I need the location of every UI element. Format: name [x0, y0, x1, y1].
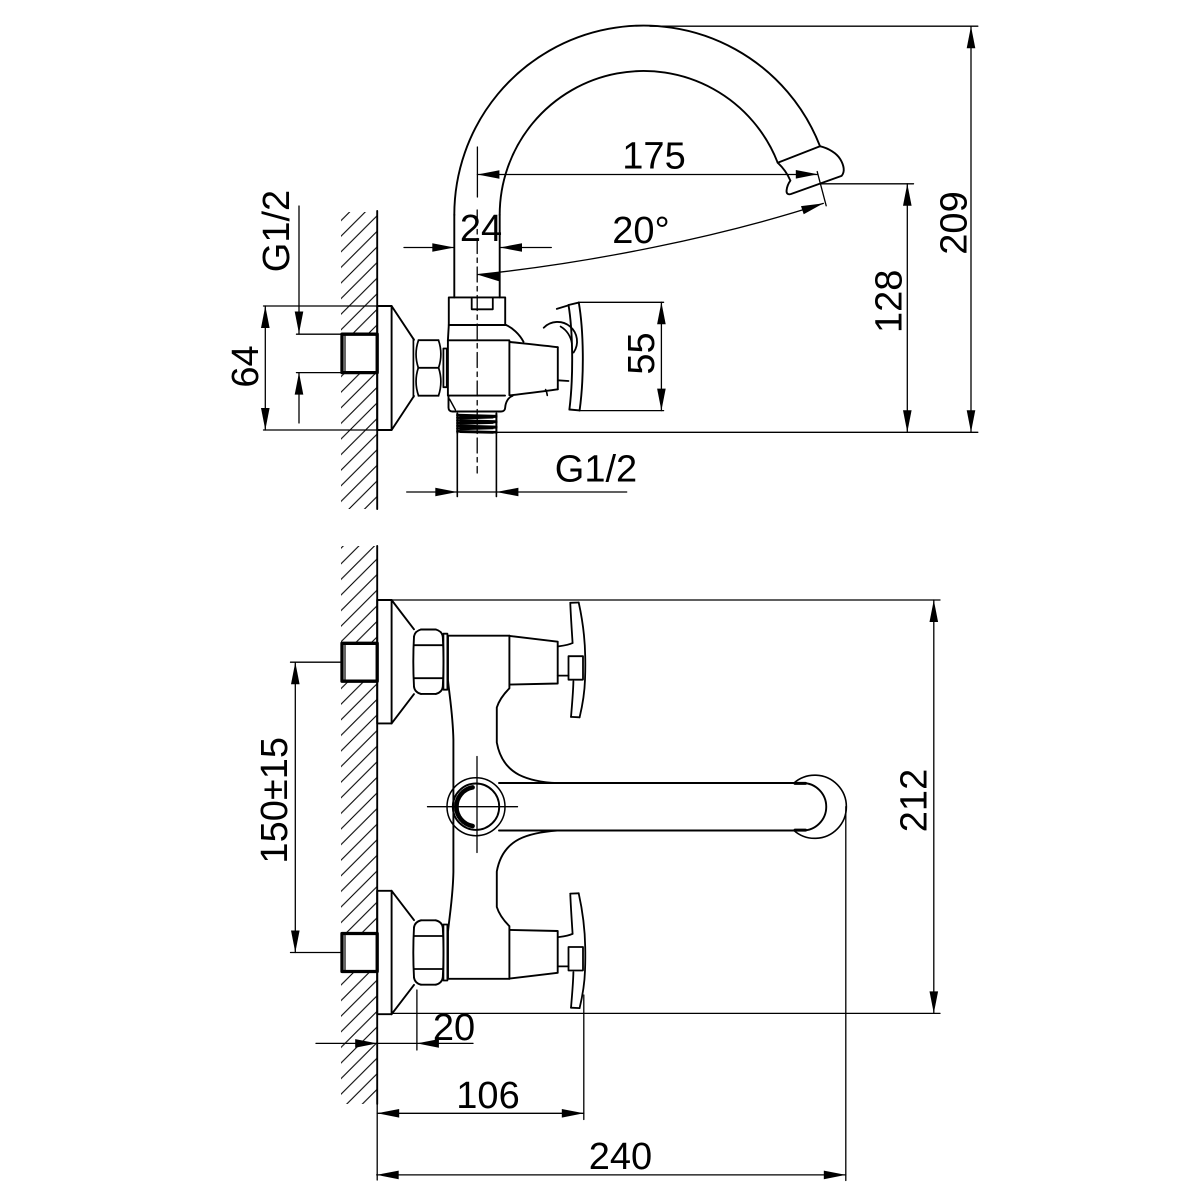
- svg-text:20: 20: [433, 1007, 475, 1049]
- svg-text:209: 209: [934, 191, 976, 254]
- svg-text:64: 64: [225, 345, 267, 387]
- svg-text:106: 106: [456, 1075, 519, 1117]
- svg-text:G1/2: G1/2: [256, 190, 298, 272]
- svg-text:150±15: 150±15: [254, 737, 296, 864]
- svg-text:55: 55: [621, 332, 663, 374]
- svg-text:20°: 20°: [612, 210, 669, 252]
- svg-text:175: 175: [622, 136, 685, 178]
- svg-text:128: 128: [869, 270, 911, 333]
- svg-text:24: 24: [460, 208, 502, 250]
- svg-text:240: 240: [589, 1136, 652, 1178]
- svg-text:G1/2: G1/2: [555, 449, 637, 491]
- svg-text:212: 212: [894, 769, 936, 832]
